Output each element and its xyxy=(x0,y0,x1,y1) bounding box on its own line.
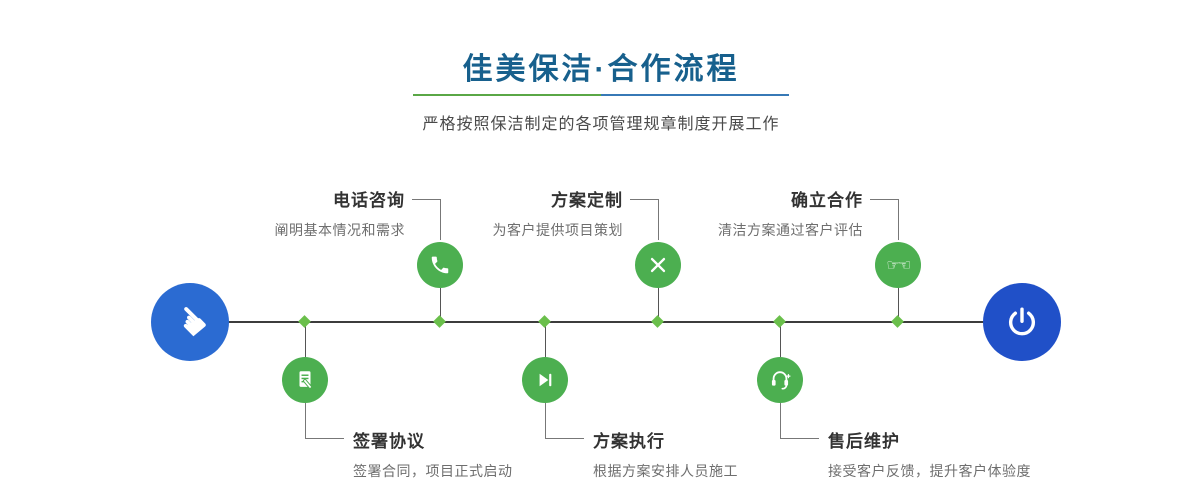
flow-start-node: ☚ xyxy=(151,283,229,361)
pointing-hand-icon: ☚ xyxy=(163,295,217,349)
phone-icon xyxy=(429,254,451,276)
play-icon xyxy=(535,370,555,390)
step-node-phone-consult xyxy=(417,242,463,288)
connector-stem xyxy=(440,288,441,322)
connector-elbow xyxy=(545,403,584,439)
flow-end-node xyxy=(983,283,1061,361)
page-subtitle: 严格按照保洁制定的各项管理规章制度开展工作 xyxy=(422,116,780,133)
timeline-diamond xyxy=(651,315,664,328)
power-icon xyxy=(1005,305,1039,339)
step-label-establish-coop: 确立合作 清洁方案通过客户评估 xyxy=(718,186,863,240)
page-title: 佳美保洁·合作流程 xyxy=(462,53,740,86)
step-desc: 根据方案安排人员施工 xyxy=(593,463,738,479)
step-node-after-sales xyxy=(757,357,803,403)
step-node-plan-custom xyxy=(635,242,681,288)
step-desc: 为客户提供项目策划 xyxy=(492,222,623,238)
connector-stem xyxy=(780,322,781,357)
step-label-after-sales: 售后维护 接受客户反馈，提升客户体验度 xyxy=(828,427,1031,481)
timeline-diamond xyxy=(891,315,904,328)
connector-elbow xyxy=(630,199,659,243)
connector-stem xyxy=(898,288,899,322)
timeline-diamond xyxy=(538,315,551,328)
step-label-phone-consult: 电话咨询 阐明基本情况和需求 xyxy=(275,186,406,240)
contract-icon xyxy=(294,369,316,391)
step-desc: 阐明基本情况和需求 xyxy=(274,222,405,238)
title-divider xyxy=(413,94,789,96)
step-title: 确立合作 xyxy=(791,191,863,210)
connector-stem xyxy=(545,322,546,357)
timeline-diamond xyxy=(298,315,311,328)
step-node-establish-coop: ☞☜ xyxy=(875,242,921,288)
connector-stem xyxy=(658,288,659,322)
step-title: 售后维护 xyxy=(828,432,900,451)
connector-stem xyxy=(305,322,306,357)
step-title: 方案执行 xyxy=(593,432,665,451)
design-tools-icon xyxy=(647,254,669,276)
step-desc: 接受客户反馈，提升客户体验度 xyxy=(828,463,1031,479)
timeline xyxy=(190,321,1022,323)
step-node-sign-agreement xyxy=(282,357,328,403)
step-title: 电话咨询 xyxy=(333,191,405,210)
step-label-plan-execute: 方案执行 根据方案安排人员施工 xyxy=(593,427,738,481)
step-desc: 签署合同，项目正式启动 xyxy=(353,463,513,479)
connector-elbow xyxy=(305,403,344,439)
step-desc: 清洁方案通过客户评估 xyxy=(718,222,863,238)
step-title: 方案定制 xyxy=(551,191,623,210)
step-label-plan-custom: 方案定制 为客户提供项目策划 xyxy=(493,186,624,240)
connector-elbow xyxy=(412,199,441,243)
step-title: 签署协议 xyxy=(353,432,425,451)
step-label-sign-agreement: 签署协议 签署合同，项目正式启动 xyxy=(353,427,513,481)
timeline-diamond xyxy=(433,315,446,328)
connector-elbow xyxy=(870,199,899,243)
headset-icon xyxy=(769,369,791,391)
timeline-diamond xyxy=(773,315,786,328)
connector-elbow xyxy=(780,403,819,439)
handshake-icon: ☞☜ xyxy=(886,256,912,274)
step-node-plan-execute xyxy=(522,357,568,403)
